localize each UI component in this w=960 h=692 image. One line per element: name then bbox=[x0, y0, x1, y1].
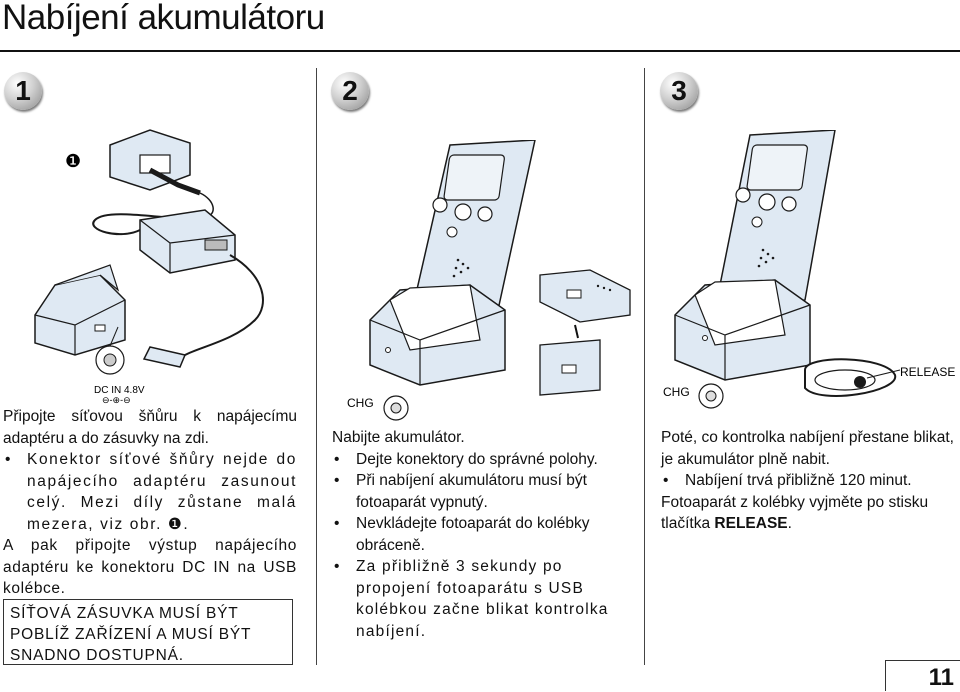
col1-intro: Připojte síťovou šňůru k napájecímu adap… bbox=[3, 408, 297, 447]
warning-box: SÍŤOVÁ ZÁSUVKA MUSÍ BÝT POBLÍŽ ZAŘÍZENÍ … bbox=[3, 599, 293, 665]
col3-intro: Poté, co kontrolka nabíjení přestane bli… bbox=[661, 429, 954, 468]
warning-text: SÍŤOVÁ ZÁSUVKA MUSÍ BÝT POBLÍŽ ZAŘÍZENÍ … bbox=[10, 605, 252, 664]
col2-bullet-4: •Za přibližně 3 sekundy po propojení fot… bbox=[334, 558, 609, 640]
col2-bullet-1: •Dejte konektory do správné polohy. bbox=[334, 450, 598, 468]
page-number: 11 bbox=[928, 664, 954, 691]
step-1-badge: 1 bbox=[4, 72, 42, 110]
step-2-badge: 2 bbox=[331, 72, 369, 110]
release-button-label: RELEASE bbox=[714, 515, 788, 532]
column-2-text: Nabijte akumulátor. •Dejte konektory do … bbox=[332, 427, 632, 642]
col3-follow: Fotoaparát z kolébky vyjměte po stisku t… bbox=[661, 493, 929, 533]
col1-follow: A pak připojte výstup napájecího adaptér… bbox=[3, 537, 297, 597]
polarity-symbol: ⊖-⊕-⊖ bbox=[102, 395, 131, 405]
column-1-text: Připojte síťovou šňůru k napájecímu adap… bbox=[3, 406, 297, 600]
dc-in-label: DC IN 4.8V bbox=[94, 385, 145, 396]
page-title: Nabíjení akumulátoru bbox=[2, 0, 325, 37]
column-divider-2 bbox=[644, 68, 645, 665]
chg-label-3: CHG bbox=[663, 385, 690, 399]
title-rule bbox=[0, 50, 960, 52]
marker-1-icon: ❶ bbox=[65, 151, 81, 171]
release-label: RELEASE bbox=[900, 365, 955, 379]
camera-insert-illustration: CHG bbox=[347, 140, 631, 421]
col2-intro: Nabijte akumulátor. bbox=[332, 429, 465, 446]
chg-label-2: CHG bbox=[347, 396, 374, 410]
col1-bullet: • Konektor síťové šňůry nejde do napájec… bbox=[5, 451, 297, 533]
col2-bullet-3: •Nevkládejte fotoaparát do kolébky obrác… bbox=[334, 515, 590, 554]
col3-bullet: •Nabíjení trvá přibližně 120 minut. bbox=[663, 472, 912, 489]
step-3-badge: 3 bbox=[660, 72, 698, 110]
adapter-cradle-illustration: ❶ DC IN 4.8V ⊖-⊕-⊖ bbox=[34, 129, 264, 405]
column-3-text: Poté, co kontrolka nabíjení přestane bli… bbox=[661, 427, 958, 535]
column-divider-1 bbox=[316, 68, 317, 665]
camera-release-illustration: RELEASE CHG bbox=[663, 130, 955, 409]
col2-bullet-2: •Při nabíjení akumulátoru musí být fotoa… bbox=[334, 472, 587, 511]
page-number-tab bbox=[885, 660, 960, 691]
